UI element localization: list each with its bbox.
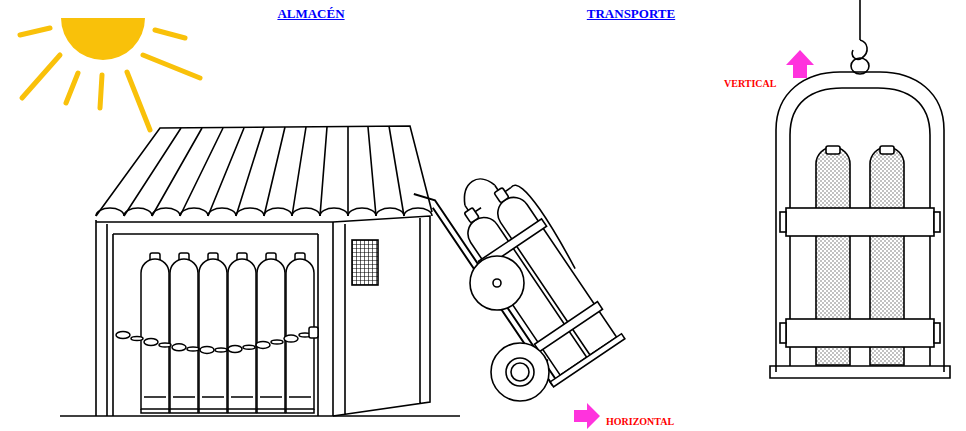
chain-part: [131, 337, 143, 341]
storage-shed-part: [352, 240, 378, 285]
gas-cylinders-part: [141, 253, 169, 413]
chain-part: [284, 335, 298, 342]
direction-label-wrap: HORIZONTAL: [606, 411, 674, 429]
lifting-cage-part: [880, 146, 894, 154]
gas-cylinders-part: [228, 253, 256, 413]
chain-part: [271, 340, 283, 344]
chain-part: [159, 343, 171, 347]
chain-part: [187, 347, 199, 351]
lifting-cage-part: [780, 323, 786, 343]
chain-part: [144, 339, 158, 346]
sun-part-part: [66, 73, 78, 103]
hand-truck-part: [491, 343, 549, 401]
storage-shed: [60, 126, 460, 416]
chain: [116, 327, 318, 353]
hand-truck-part-part: [534, 302, 602, 352]
gas-cylinders: [141, 253, 314, 413]
direction-label-wrap: VERTICAL: [724, 73, 776, 91]
chain-part: [256, 341, 270, 348]
gas-cylinders-part: [170, 253, 198, 413]
sun-part-part: [20, 28, 50, 35]
lifting-cage-part: [934, 323, 940, 343]
storage-shed-part: [96, 220, 333, 416]
section-heading-wrap: TRANSPORTE: [587, 4, 675, 22]
horizontal-arrow: [574, 403, 600, 429]
direction-label: HORIZONTAL: [606, 416, 674, 427]
section-heading: ALMACÉN: [277, 6, 344, 21]
section-heading-wrap: ALMACÉN: [277, 4, 344, 22]
chain-part: [172, 344, 186, 351]
sun-part: [61, 18, 145, 60]
chain-part: [116, 332, 130, 339]
sun-part-part: [100, 75, 102, 108]
lifting-cage-part: [770, 366, 950, 378]
lifting-cage-part: [776, 72, 944, 372]
lifting-cage: [770, 0, 950, 378]
storage-shed-part: [60, 415, 460, 417]
lifting-cage-part: [776, 366, 944, 372]
gas-cylinders-part: [257, 253, 285, 413]
lifting-cage-part: [852, 40, 867, 59]
sun-part-part: [127, 72, 150, 130]
sun-part: [20, 28, 200, 130]
chain-part: [200, 346, 214, 353]
hand-truck-part-part: [550, 334, 625, 387]
storage-shed-part: [96, 126, 432, 216]
direction-label: VERTICAL: [724, 78, 776, 89]
hand-truck-part-part: [465, 179, 511, 215]
hand-truck-part: [493, 279, 501, 287]
gas-cylinders-part: [199, 253, 227, 413]
lifting-cage-part: [780, 212, 786, 232]
chain-part: [228, 346, 242, 353]
lifting-cage-part: [934, 212, 940, 232]
lifting-cage-part: [859, 0, 861, 40]
lifting-cage-part: [826, 146, 840, 154]
lifting-cage-part: [786, 208, 934, 236]
hand-truck: [414, 140, 627, 401]
sun-part-part: [22, 55, 60, 98]
sun: [20, 18, 200, 130]
chain-part: [309, 327, 318, 338]
section-heading: TRANSPORTE: [587, 6, 675, 21]
storage-shed-part: [333, 216, 430, 416]
chain-part: [243, 345, 255, 349]
hand-truck-part: [506, 358, 534, 386]
chain-part: [215, 348, 227, 352]
lifting-cage-part: [786, 319, 934, 347]
hand-truck-part: [470, 256, 524, 310]
vertical-arrow: [786, 50, 814, 78]
storage-shed-part: [124, 126, 404, 216]
hand-truck-part-part: [456, 172, 495, 205]
sun-part-part: [155, 30, 185, 38]
sun-part-part: [143, 55, 200, 78]
hand-truck-part: [511, 363, 529, 381]
